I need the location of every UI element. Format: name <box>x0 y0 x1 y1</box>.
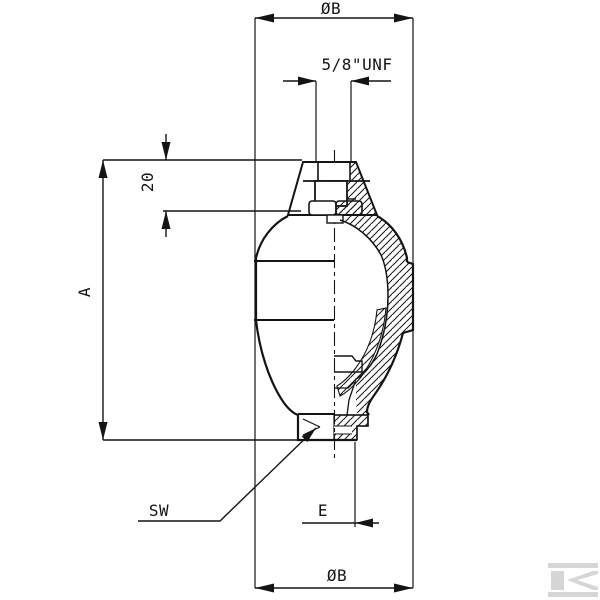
label-ob-bottom: ØB <box>327 566 347 585</box>
label-thread: 5/8"UNF <box>322 55 393 74</box>
dimension-arrowheads <box>98 13 413 593</box>
brand-k-logo <box>548 563 598 597</box>
dim-valve-height <box>103 134 302 237</box>
label-wrench-size: SW <box>149 501 169 520</box>
label-total-height: A <box>75 287 94 297</box>
accumulator-body <box>254 161 415 442</box>
label-port-offset: E <box>318 501 328 520</box>
leader-sw <box>138 427 317 522</box>
port-bore-lines <box>334 425 352 435</box>
label-valve-height: 20 <box>138 172 157 192</box>
dim-thread <box>283 80 391 162</box>
dim-port-offset <box>302 442 379 527</box>
label-ob-top: ØB <box>321 0 341 18</box>
port-bore <box>334 426 352 434</box>
dim-total-height <box>102 160 300 441</box>
